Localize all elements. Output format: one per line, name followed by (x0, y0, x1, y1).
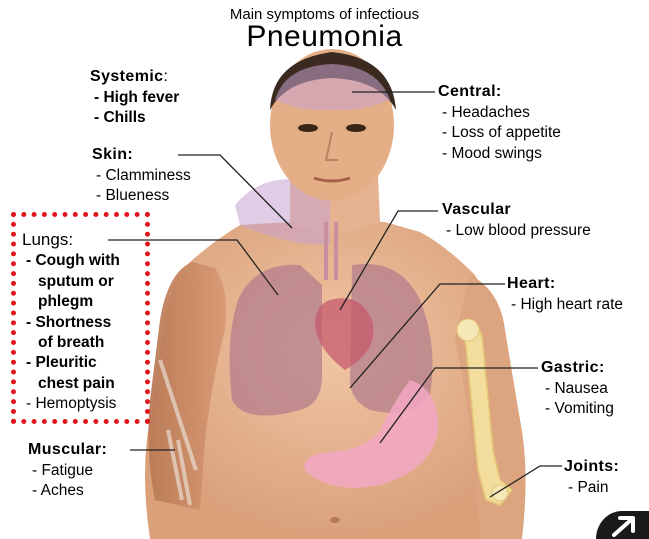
gastric-heading: Gastric: (541, 358, 614, 379)
muscular-heading: Muscular: (28, 440, 107, 461)
expand-arrow-icon (610, 515, 638, 537)
central-section: Central: - Headaches - Loss of appetite … (438, 82, 561, 164)
muscular-section: Muscular: - Fatigue - Aches (28, 440, 107, 502)
heart-item: - High heart rate (507, 295, 623, 316)
systemic-item: - High fever (90, 88, 179, 109)
right-eye (346, 124, 366, 132)
gastric-item: - Vomiting (541, 399, 614, 420)
elbow-joint (457, 319, 479, 341)
vascular-item: - Low blood pressure (442, 221, 591, 242)
central-item: - Mood swings (438, 144, 561, 165)
lungs-item: - Cough with (22, 251, 120, 271)
joints-heading: Joints: (564, 457, 619, 478)
heart-section: Heart: - High heart rate (507, 274, 623, 315)
skin-section: Skin: - Clamminess - Blueness (92, 145, 191, 207)
systemic-section: Systemic: - High fever - Chills (90, 67, 179, 129)
page-title: Pneumonia (0, 20, 649, 54)
vascular-heading: Vascular (442, 200, 591, 221)
central-heading: Central: (438, 82, 561, 103)
joints-section: Joints: - Pain (564, 457, 619, 498)
central-item: - Headaches (438, 103, 561, 124)
lungs-item-cont: phlegm (22, 292, 120, 312)
lungs-item: - Pleuritic (22, 353, 120, 373)
left-eye (298, 124, 318, 132)
joints-item: - Pain (564, 478, 619, 499)
vascular-section: Vascular - Low blood pressure (442, 200, 591, 241)
gastric-section: Gastric: - Nausea - Vomiting (541, 358, 614, 420)
systemic-heading: Systemic (90, 68, 163, 85)
lungs-section: Lungs: - Cough with sputum or phlegm - S… (22, 230, 120, 415)
heart-heading: Heart: (507, 274, 623, 295)
navel (330, 517, 340, 523)
lungs-heading: Lungs (22, 230, 68, 249)
central-item: - Loss of appetite (438, 123, 561, 144)
skin-item: - Blueness (92, 186, 191, 207)
skin-item: - Clamminess (92, 166, 191, 187)
lungs-item-cont: sputum or (22, 272, 120, 292)
skin-heading: Skin: (92, 145, 191, 166)
lungs-item-cont: chest pain (22, 374, 120, 394)
muscular-item: - Fatigue (28, 461, 107, 482)
systemic-item: - Chills (90, 108, 179, 129)
lungs-item-cont: of breath (22, 333, 120, 353)
muscular-item: - Aches (28, 481, 107, 502)
lungs-item: - Shortness (22, 313, 120, 333)
lungs-item: - Hemoptysis (22, 394, 120, 414)
gastric-item: - Nausea (541, 379, 614, 400)
